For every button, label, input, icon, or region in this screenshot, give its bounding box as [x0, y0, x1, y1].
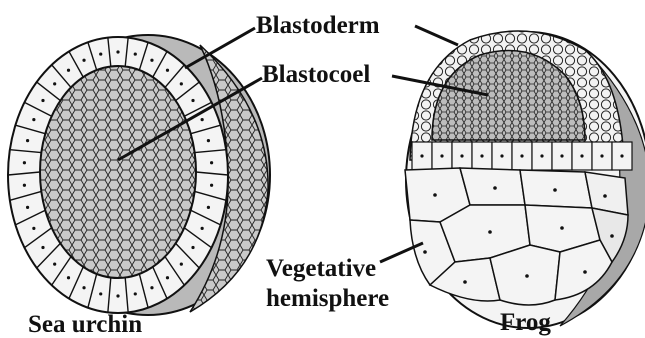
cell-nucleus	[32, 118, 35, 121]
cell-nucleus	[53, 82, 56, 85]
cell-nucleus	[620, 154, 623, 157]
cell-nucleus	[191, 246, 194, 249]
cell-nucleus	[420, 154, 423, 157]
cell-nucleus	[41, 99, 44, 102]
label-blastocoel: Blastocoel	[262, 61, 370, 88]
cell-nucleus	[610, 234, 614, 238]
cell-nucleus	[134, 292, 137, 295]
cell-nucleus	[201, 118, 204, 121]
cell-nucleus	[480, 154, 483, 157]
cell-nucleus	[99, 292, 102, 295]
cell-nucleus	[166, 276, 169, 279]
cell-nucleus	[166, 69, 169, 72]
cell-nucleus	[67, 69, 70, 72]
cell-nucleus	[180, 82, 183, 85]
cell-nucleus	[26, 139, 29, 142]
cell-nucleus	[553, 188, 557, 192]
cell-nucleus	[82, 59, 85, 62]
cell-nucleus	[23, 161, 26, 164]
cell-nucleus	[525, 274, 529, 278]
cell-nucleus	[433, 193, 437, 197]
label-frog: Frog	[500, 309, 551, 336]
cell-nucleus	[32, 227, 35, 230]
cell-nucleus	[600, 154, 603, 157]
cell-nucleus	[560, 226, 564, 230]
cell-nucleus	[67, 276, 70, 279]
cell-nucleus	[520, 154, 523, 157]
cell-nucleus	[488, 230, 492, 234]
cell-nucleus	[603, 194, 607, 198]
cell-nucleus	[116, 294, 119, 297]
cell-nucleus	[82, 286, 85, 289]
label-vegetative-line1: Vegetative	[266, 255, 376, 282]
cell-nucleus	[210, 184, 213, 187]
cell-nucleus	[23, 184, 26, 187]
cell-nucleus	[99, 52, 102, 55]
cell-nucleus	[150, 59, 153, 62]
cell-nucleus	[560, 154, 563, 157]
cell-nucleus	[463, 280, 467, 284]
blastoderm-leader-right	[415, 26, 458, 45]
cell-nucleus	[440, 154, 443, 157]
cell-nucleus	[423, 250, 427, 254]
label-blastoderm: Blastoderm	[256, 12, 380, 39]
cell-nucleus	[191, 99, 194, 102]
cell-nucleus	[150, 286, 153, 289]
cell-nucleus	[583, 270, 587, 274]
cell-nucleus	[53, 263, 56, 266]
cell-nucleus	[500, 154, 503, 157]
cell-nucleus	[580, 154, 583, 157]
cell-nucleus	[134, 52, 137, 55]
cell-nucleus	[493, 186, 497, 190]
sea-urchin-cavity	[40, 66, 196, 278]
cell-nucleus	[540, 154, 543, 157]
frog-vegetative-cells	[405, 168, 628, 305]
cell-nucleus	[460, 154, 463, 157]
cell-nucleus	[116, 50, 119, 53]
cell-nucleus	[201, 227, 204, 230]
cell-nucleus	[26, 206, 29, 209]
label-vegetative-line2: hemisphere	[266, 285, 389, 312]
cell-nucleus	[207, 139, 210, 142]
frog-embryo	[405, 31, 645, 328]
cell-nucleus	[41, 246, 44, 249]
cell-nucleus	[180, 263, 183, 266]
label-sea-urchin: Sea urchin	[28, 311, 142, 338]
cell-nucleus	[210, 161, 213, 164]
sea-urchin-embryo	[8, 35, 270, 315]
cell-nucleus	[207, 206, 210, 209]
